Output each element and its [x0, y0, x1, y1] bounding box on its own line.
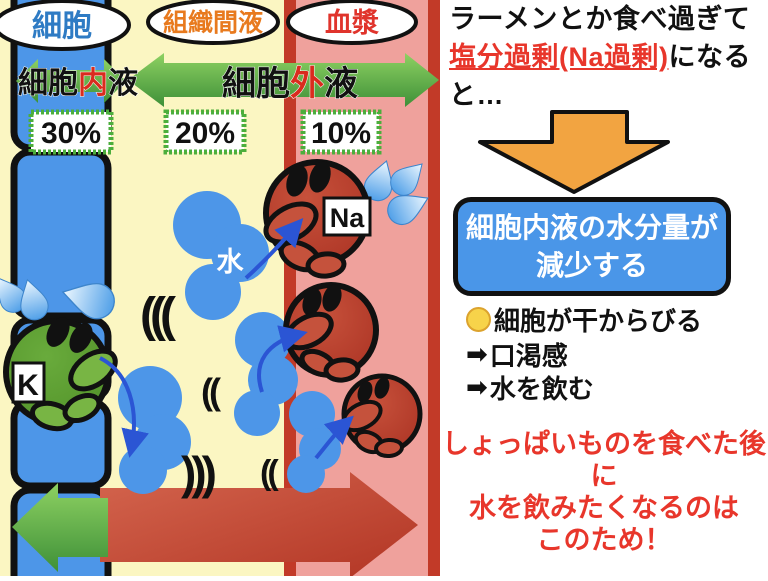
- explanation-panel: ラーメンとか食べ過ぎて 塩分過剰(Na過剰)になる と… 細胞内液の水分量が 減…: [440, 0, 768, 576]
- diagram-canvas: 細胞内液 細胞外液 細胞 組織間液 血漿 30% 20% 10% 水 (((: [0, 0, 440, 581]
- extracellular-arrow: [128, 53, 439, 107]
- svg-text:10%: 10%: [311, 117, 371, 150]
- potassium-eyes: [46, 317, 93, 353]
- interstitial-oval: 組織間液: [146, 0, 280, 45]
- cell-oval-label: 細胞: [32, 10, 92, 43]
- bullet-thirst: ➡ 口渇感: [466, 336, 568, 373]
- svg-text:20%: 20%: [175, 117, 235, 150]
- salt-excess-highlight: 塩分過剰(Na過剰): [449, 42, 669, 72]
- intracellular-percentage: 30%: [28, 109, 114, 155]
- right-arrow-icon: ➡: [466, 372, 488, 402]
- water-cluster-3: [287, 391, 341, 493]
- cell-oval: 細胞: [0, 0, 131, 51]
- sodium-foot: [374, 437, 404, 459]
- cause-heading: ラーメンとか食べ過ぎて 塩分過剰(Na過剰)になる と…: [449, 0, 767, 114]
- sodium-foot: [305, 251, 347, 279]
- bottom-red-arrow: [100, 472, 418, 578]
- potassium-label: K: [17, 369, 39, 402]
- interstitial-oval-label: 組織間液: [163, 8, 263, 37]
- intracellular-arrow: [16, 59, 126, 103]
- interstitial-percentage: 20%: [163, 109, 247, 155]
- bullet-text: 口渇感: [489, 341, 568, 371]
- fluid-compartments-diagram: 細胞内液 細胞外液 細胞 組織間液 血漿 30% 20% 10% 水 (((: [0, 0, 440, 581]
- bullet-text: 水を飲む: [489, 374, 594, 404]
- heading-line2-rest: になる: [668, 42, 751, 72]
- sodium-eyes: [286, 161, 331, 197]
- conclusion-line1: しょっぱいものを食べた後に: [442, 429, 766, 491]
- svg-text:30%: 30%: [41, 117, 101, 150]
- result-line1: 細胞内液の水分量が: [465, 212, 718, 243]
- result-box: 細胞内液の水分量が 減少する: [453, 197, 731, 296]
- water-flow-arrows: [99, 217, 354, 460]
- sodium-eyes: [302, 284, 342, 316]
- conclusion-line2: 水を飲みたくなるのは: [469, 493, 739, 523]
- bottom-green-arrow: [12, 483, 108, 572]
- down-arrow-icon: [478, 110, 670, 194]
- result-line2: 減少する: [535, 250, 648, 281]
- sodium-eyes: [357, 377, 390, 403]
- water-cluster-4: [118, 366, 191, 494]
- yellow-circle-icon: [466, 307, 491, 332]
- conclusion-text: しょっぱいものを食べた後に 水を飲みたくなるのは このため！: [440, 428, 768, 556]
- sodium-label: Na: [330, 203, 365, 233]
- water-label: 水: [217, 247, 245, 277]
- extracellular-label: 細胞外液: [222, 65, 358, 103]
- heading-line3: と…: [449, 80, 504, 110]
- potassium-foot: [62, 392, 102, 424]
- right-arrow-icon: ➡: [466, 339, 488, 369]
- bullet-cell-dries: 細胞が干からびる: [466, 301, 702, 338]
- plasma-percentage: 10%: [300, 109, 382, 155]
- plasma-oval: 血漿: [286, 0, 418, 45]
- bullet-text: 細胞が干からびる: [494, 306, 703, 336]
- plasma-oval-label: 血漿: [325, 8, 379, 38]
- bullet-drink-water: ➡ 水を飲む: [466, 369, 594, 406]
- intracellular-label: 細胞内液: [18, 67, 138, 100]
- wave-mark-3: ))): [181, 447, 216, 499]
- sodium-foot: [323, 357, 361, 383]
- heading-line1: ラーメンとか食べ過ぎて: [449, 4, 751, 34]
- conclusion-line3: このため！: [536, 525, 672, 555]
